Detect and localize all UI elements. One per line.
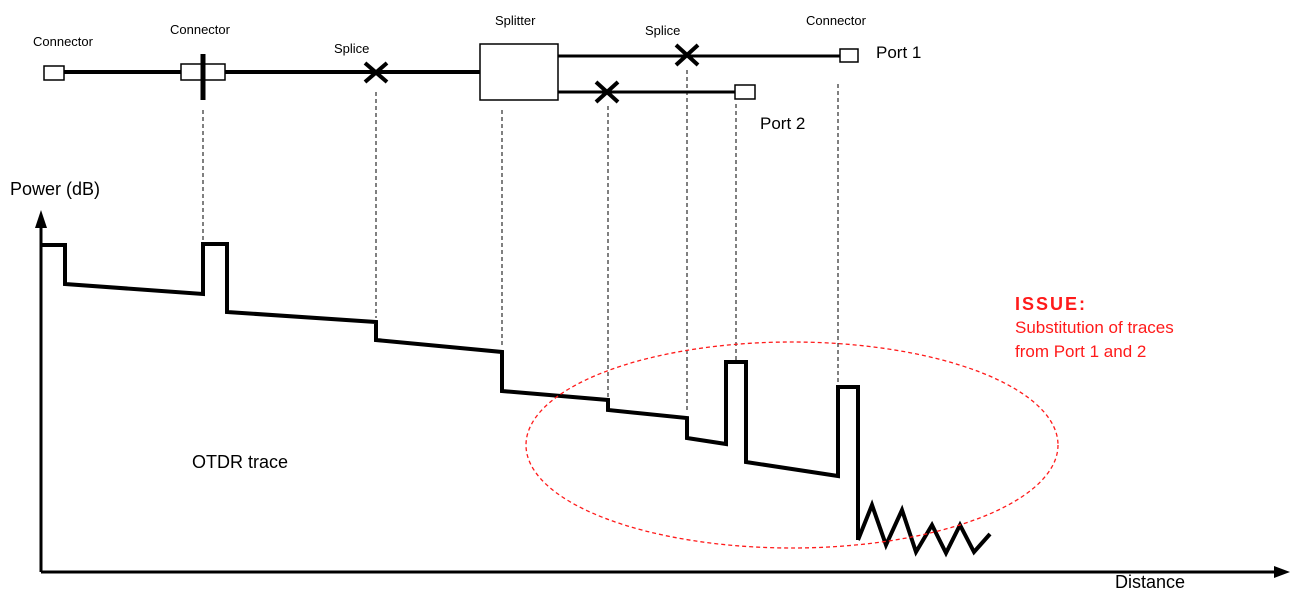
otdr-trace-line (41, 242, 860, 540)
connector-port2-box (734, 84, 756, 100)
x-axis-arrow (1274, 566, 1290, 578)
issue-line-1: Substitution of traces (1015, 318, 1174, 337)
connector-port1-box (839, 48, 859, 63)
issue-title: ISSUE: (1015, 294, 1088, 314)
otdr-trace-label: OTDR trace (192, 452, 289, 472)
label-connector-right: Connector (806, 13, 866, 28)
x-axis-label: Distance (1115, 572, 1186, 592)
label-splice-2: Splice (645, 23, 681, 38)
otdr-noise-tail (856, 499, 992, 558)
issue-line-2: from Port 1 and 2 (1015, 342, 1147, 361)
label-splitter: Splitter (495, 13, 536, 28)
fiber-network (43, 43, 859, 104)
alignment-guides (202, 70, 839, 410)
y-axis-label: Power (dB) (10, 179, 101, 199)
axes (35, 210, 1290, 578)
issue-note: ISSUE: Substitution of traces from Port … (1015, 292, 1174, 364)
splitter-box (479, 43, 559, 101)
label-port2: Port 2 (760, 114, 806, 133)
label-port1: Port 1 (876, 43, 922, 62)
label-connector-left: Connector (33, 34, 93, 49)
splice-1-mark (363, 61, 389, 84)
issue-highlight-ellipse (525, 341, 1059, 549)
splice-2-mark (674, 43, 700, 67)
label-connector-second: Connector (170, 22, 230, 37)
y-axis-arrow (35, 210, 47, 228)
splice-3-mark (594, 80, 620, 104)
connector-left-box (43, 65, 65, 81)
label-splice-1: Splice (334, 41, 370, 56)
